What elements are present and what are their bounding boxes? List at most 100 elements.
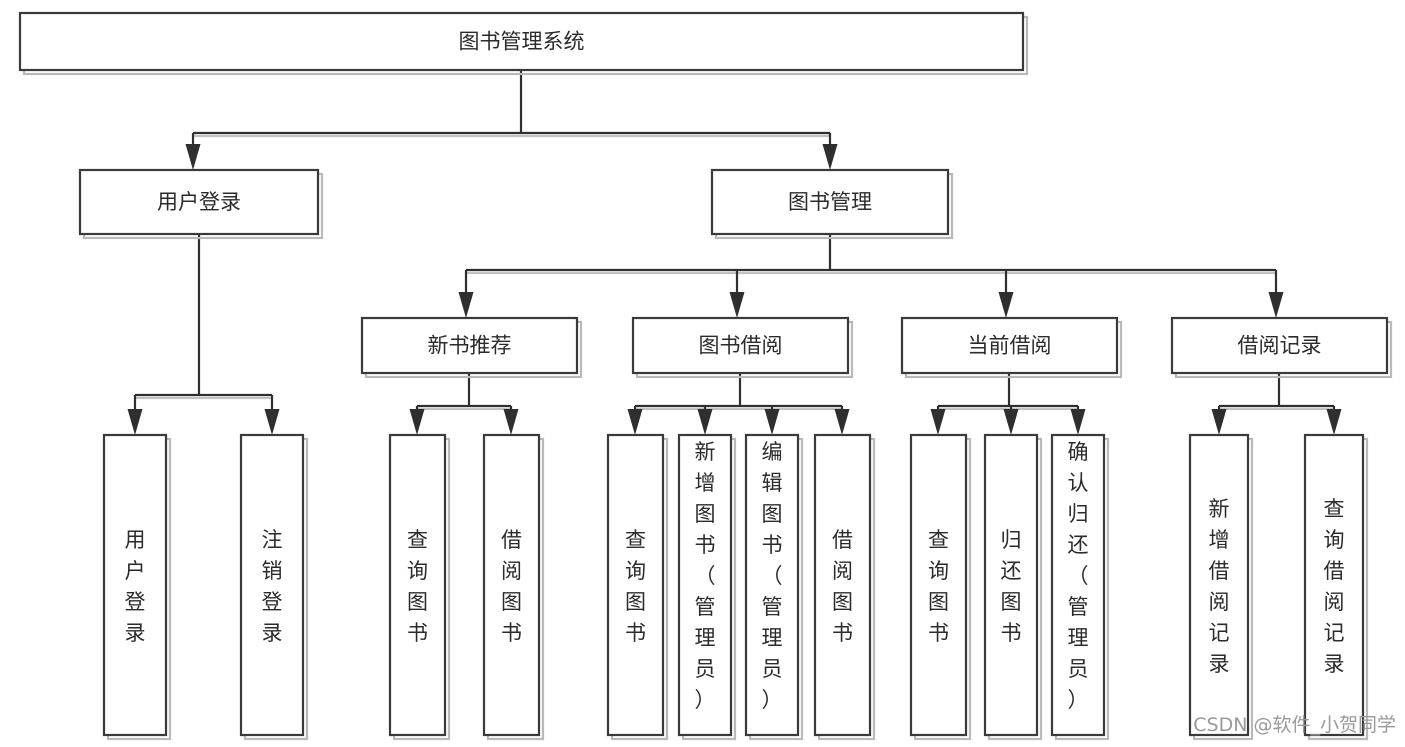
node-label-char: 借 — [1209, 559, 1230, 583]
connector-borrow-record-to-leaves — [1211, 373, 1342, 435]
connector-new-book-rec-to-leaves — [409, 373, 519, 435]
node-label-vertical: 编辑图书（管理员） — [762, 440, 783, 712]
connector-book-borrow-to-leaves — [627, 373, 850, 435]
node-label-char: 阅 — [1209, 590, 1230, 614]
node-box[interactable] — [18, 11, 1025, 72]
node-label-char: 书 — [832, 621, 853, 645]
node-label-vertical: 查询借阅记录 — [1324, 497, 1345, 676]
node-label-char: 销 — [262, 559, 283, 583]
node-label-vertical: 查询图书 — [625, 528, 646, 645]
node-box[interactable] — [606, 433, 665, 737]
node-box[interactable] — [239, 433, 305, 737]
node-label-char: 记 — [1209, 621, 1230, 645]
node-leaf-confirm-return[interactable]: 确认归还（管理员） — [1050, 433, 1110, 741]
arrow-head-icon — [822, 144, 838, 170]
node-leaf-add-record[interactable]: 新增借阅记录 — [1188, 433, 1254, 741]
node-label-char: 阅 — [1324, 590, 1345, 614]
connector-current-borrow-to-leaves — [930, 373, 1086, 435]
node-label-char: （ — [695, 564, 716, 588]
arrow-head-icon — [1211, 409, 1227, 435]
node-label-char: 用 — [125, 528, 146, 552]
node-label-char: 借 — [832, 528, 853, 552]
node-label-vertical: 用户登录 — [125, 528, 146, 645]
node-box[interactable] — [744, 433, 800, 737]
node-label-char: 管 — [695, 595, 716, 619]
node-box[interactable] — [360, 316, 579, 375]
node-label-char: 阅 — [832, 559, 853, 583]
node-label: 图书借阅 — [699, 334, 783, 358]
node-label-vertical: 查询图书 — [407, 528, 428, 645]
node-label-char: 图 — [762, 502, 783, 526]
node-label-char: 确 — [1068, 440, 1089, 464]
node-box[interactable] — [909, 433, 968, 737]
node-label-char: 图 — [832, 590, 853, 614]
node-label-char: ） — [762, 688, 783, 712]
node-box[interactable] — [1050, 433, 1106, 737]
arrow-head-icon — [998, 292, 1014, 318]
node-leaf-return-book[interactable]: 归还图书 — [983, 433, 1043, 741]
node-current-borrow[interactable]: 当前借阅 — [900, 316, 1123, 379]
node-leaf-query-book-3[interactable]: 查询图书 — [909, 433, 972, 741]
node-book-manage[interactable]: 图书管理 — [710, 168, 954, 240]
node-box[interactable] — [1170, 316, 1389, 375]
node-label-char: 图 — [501, 590, 522, 614]
node-label-char: 理 — [695, 626, 716, 650]
node-box[interactable] — [102, 433, 168, 737]
node-label-char: 认 — [1068, 471, 1089, 495]
node-new-book-rec[interactable]: 新书推荐 — [360, 316, 583, 379]
node-box[interactable] — [631, 316, 850, 375]
node-leaf-add-book[interactable]: 新增图书（管理员） — [677, 433, 737, 741]
node-label-vertical: 新增借阅记录 — [1209, 497, 1230, 676]
node-leaf-edit-book[interactable]: 编辑图书（管理员） — [744, 433, 804, 741]
connector-layer — [127, 70, 1342, 435]
node-label-char: 录 — [262, 621, 283, 645]
node-user-login[interactable]: 用户登录 — [78, 168, 324, 240]
node-label-char: 员 — [1068, 657, 1089, 681]
node-label-char: 员 — [695, 657, 716, 681]
node-leaf-logout[interactable]: 注销登录 — [239, 433, 309, 741]
node-label-char: 管 — [762, 595, 783, 619]
node-label-char: 阅 — [501, 559, 522, 583]
node-label-char: 书 — [501, 621, 522, 645]
node-borrow-record[interactable]: 借阅记录 — [1170, 316, 1393, 379]
arrow-head-icon — [1268, 292, 1284, 318]
node-box[interactable] — [710, 168, 950, 236]
arrow-head-icon — [1003, 409, 1019, 435]
node-label-char: 书 — [762, 533, 783, 557]
connector-root-to-level1 — [185, 70, 838, 170]
node-box[interactable] — [1188, 433, 1250, 737]
node-label-char: 增 — [1209, 528, 1230, 552]
node-label: 新书推荐 — [428, 334, 512, 358]
arrow-head-icon — [458, 292, 474, 318]
node-root[interactable]: 图书管理系统 — [18, 11, 1029, 76]
node-label-char: 图 — [928, 590, 949, 614]
node-label-char: 注 — [262, 528, 283, 552]
node-box[interactable] — [78, 168, 320, 236]
node-box[interactable] — [482, 433, 541, 737]
node-leaf-query-book-2[interactable]: 查询图书 — [606, 433, 669, 741]
node-label-char: 员 — [762, 657, 783, 681]
node-label-char: 书 — [928, 621, 949, 645]
node-leaf-borrow-book-2[interactable]: 借阅图书 — [813, 433, 876, 741]
watermark-text: CSDN @软件_小贺同学 — [1193, 714, 1396, 736]
node-box[interactable] — [900, 316, 1119, 375]
node-label-char: 录 — [125, 621, 146, 645]
node-label-char: 还 — [1001, 559, 1022, 583]
node-leaf-query-book-1[interactable]: 查询图书 — [388, 433, 451, 741]
node-label-char: ） — [1068, 688, 1089, 712]
node-box[interactable] — [813, 433, 872, 737]
node-label-char: 理 — [762, 626, 783, 650]
node-label-char: 新 — [1209, 497, 1230, 521]
node-label-char: 询 — [625, 559, 646, 583]
node-book-borrow[interactable]: 图书借阅 — [631, 316, 854, 379]
node-leaf-query-record[interactable]: 查询借阅记录 — [1303, 433, 1369, 741]
node-label-char: 编 — [762, 440, 783, 464]
node-box[interactable] — [1303, 433, 1365, 737]
node-box[interactable] — [983, 433, 1039, 737]
node-box[interactable] — [677, 433, 733, 737]
node-box[interactable] — [388, 433, 447, 737]
node-leaf-user-login[interactable]: 用户登录 — [102, 433, 172, 741]
node-leaf-borrow-book-1[interactable]: 借阅图书 — [482, 433, 545, 741]
